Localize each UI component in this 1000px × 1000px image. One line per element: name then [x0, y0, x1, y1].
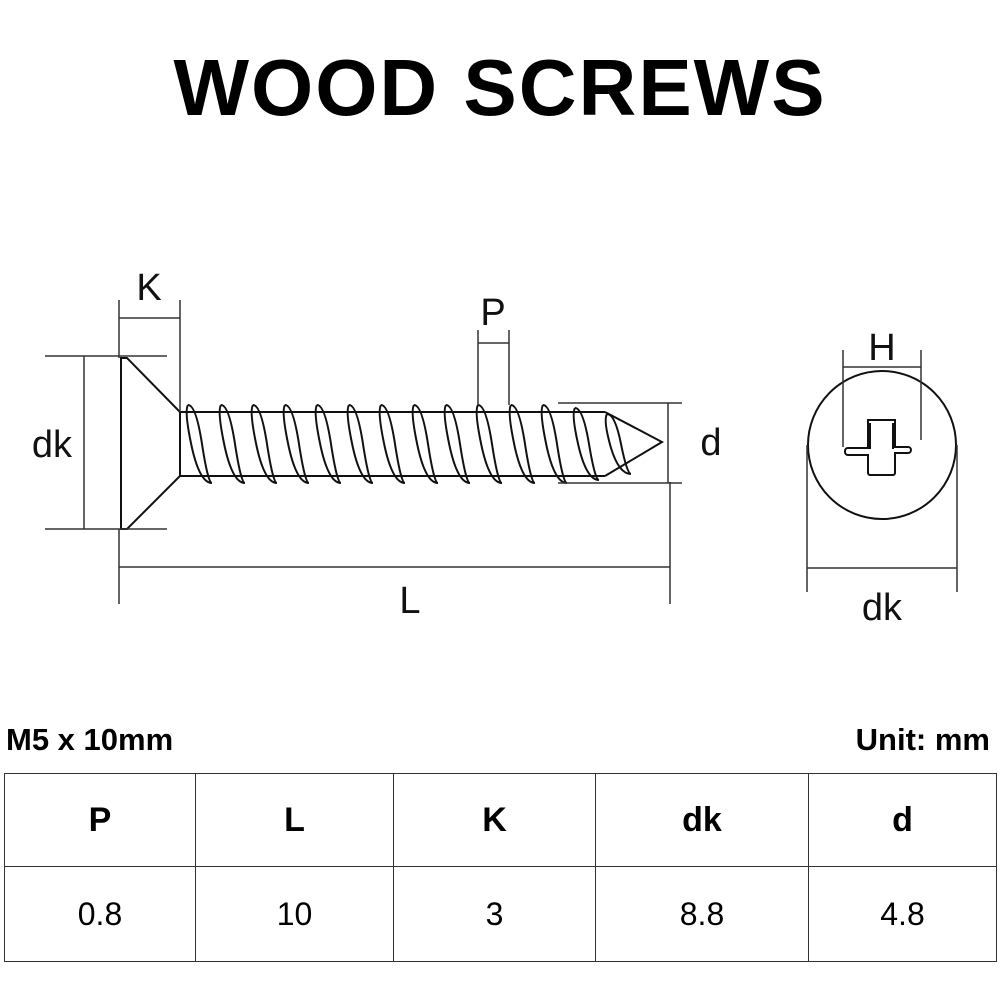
dk-side-dimension — [45, 355, 167, 530]
header-dk: dk — [595, 773, 809, 867]
thread-crest — [604, 413, 632, 475]
d-dimension — [558, 402, 682, 484]
page-title: WOOD SCREWS — [173, 43, 827, 132]
size-spec: M5 x 10mm — [6, 722, 174, 757]
d-label: d — [700, 422, 721, 464]
dk-top-dimension — [806, 445, 958, 592]
thread-crest — [572, 407, 600, 481]
thread-crest — [540, 404, 568, 484]
dk-side-label: dk — [32, 424, 73, 466]
spec-table: P L K dk d 0.8 10 3 8.8 4.8 — [4, 773, 997, 962]
thread-crest — [250, 404, 278, 484]
table-header-row: P L K dk d — [4, 773, 997, 867]
thread-crest — [185, 404, 213, 484]
screw-top-view — [807, 370, 957, 520]
value-l: 10 — [195, 866, 394, 962]
l-label: L — [399, 580, 420, 622]
thread-crest — [314, 404, 342, 484]
p-label: P — [480, 292, 505, 334]
screw-diagram: K P dk d L H dk — [32, 267, 958, 629]
thread-crest — [475, 404, 503, 484]
thread-crest — [218, 404, 246, 484]
screw-side-view — [120, 357, 665, 530]
thread-crest — [282, 404, 310, 484]
phillips-cross-icon — [844, 419, 912, 476]
screw-tip — [604, 411, 665, 477]
h-dimension — [842, 350, 922, 447]
header-d: d — [808, 773, 997, 867]
header-k: K — [393, 773, 596, 867]
value-d: 4.8 — [808, 866, 997, 962]
h-label: H — [868, 327, 895, 369]
thread-crest — [346, 404, 374, 484]
value-k: 3 — [393, 866, 596, 962]
header-l: L — [195, 773, 394, 867]
table-row: 0.8 10 3 8.8 4.8 — [4, 866, 997, 962]
dk-top-label: dk — [862, 587, 903, 629]
p-dimension — [477, 330, 510, 405]
l-dimension — [118, 482, 671, 604]
thread-crest — [443, 404, 471, 484]
head-circle — [807, 370, 957, 520]
screw-head — [120, 357, 181, 530]
k-label: K — [136, 267, 161, 309]
thread-crest — [378, 404, 406, 484]
k-dimension — [118, 300, 181, 412]
unit-spec: Unit: mm — [855, 722, 990, 757]
thread-crest — [411, 404, 439, 484]
value-p: 0.8 — [4, 866, 196, 962]
screw-threads — [185, 404, 632, 484]
thread-crest — [508, 404, 536, 484]
value-dk: 8.8 — [595, 866, 809, 962]
header-p: P — [4, 773, 196, 867]
